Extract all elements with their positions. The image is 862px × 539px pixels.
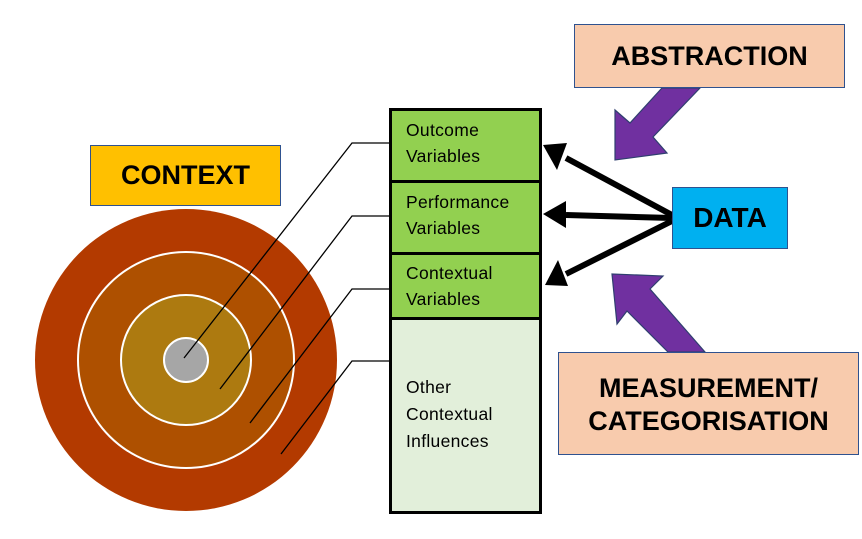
abstraction-label-text: ABSTRACTION (611, 40, 808, 71)
measurement-arrow-icon (611, 273, 707, 353)
outcome-variables-box: Outcome Variables (389, 108, 542, 183)
outcome-variables-line2: Variables (406, 146, 481, 167)
data-label-text: DATA (693, 201, 767, 233)
abstraction-label: ABSTRACTION (574, 24, 845, 88)
leader-lines (183, 142, 389, 455)
performance-variables-line1: Performance (406, 192, 510, 212)
leader-line-other (280, 360, 389, 455)
data-label: DATA (672, 187, 788, 249)
other-line1: Other (406, 377, 452, 397)
arrowhead-contextual (545, 260, 568, 286)
leader-line-contextual (249, 288, 389, 424)
contextual-variables-box: Contextual Variables (389, 252, 542, 320)
arrowhead-outcome (543, 143, 567, 170)
performance-variables-box: Performance Variables (389, 180, 542, 255)
outcome-variables-line1: Outcome (406, 120, 480, 140)
abstraction-arrow-icon (614, 87, 702, 161)
ring-core (163, 337, 209, 383)
arrowhead-performance (543, 201, 566, 228)
arrow-to-outcome (564, 155, 674, 218)
other-line3: Influences (406, 431, 489, 452)
contextual-variables-line1: Contextual (406, 263, 493, 283)
measurement-label-line2: CATEGORISATION (588, 405, 829, 436)
data-arrows-icon (543, 143, 674, 286)
context-rings-icon (35, 209, 337, 511)
leader-line-performance (219, 215, 389, 390)
other-line2: Contextual (406, 404, 493, 425)
context-label-text: CONTEXT (120, 160, 250, 191)
other-contextual-influences-box: Other Contextual Influences (389, 317, 542, 514)
leader-line-outcome (183, 142, 389, 359)
measurement-label-line1: MEASUREMENT/ (598, 372, 818, 403)
contextual-variables-line2: Variables (406, 289, 481, 310)
arrow-to-contextual (564, 218, 674, 277)
context-label: CONTEXT (90, 145, 281, 206)
measurement-label: MEASUREMENT/ CATEGORISATION (558, 352, 859, 455)
performance-variables-line2: Variables (406, 218, 481, 239)
arrow-to-performance (565, 212, 673, 221)
